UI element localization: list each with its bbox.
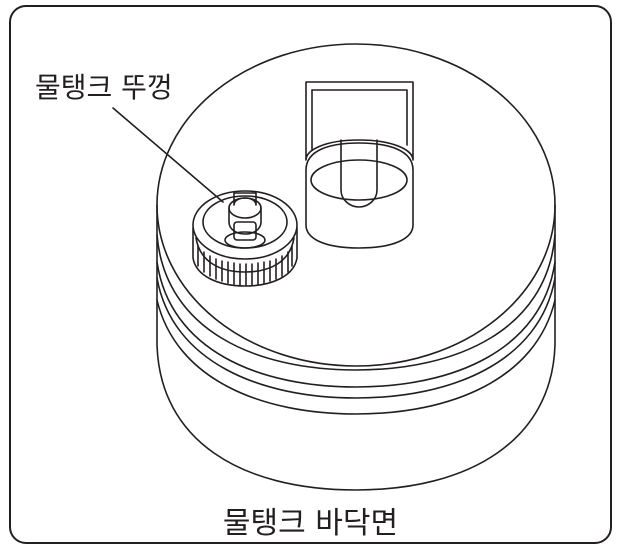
cap-top	[192, 190, 298, 260]
tank-band-1	[156, 261, 556, 388]
leader-line	[112, 107, 224, 203]
frame-border	[9, 5, 612, 544]
cap-knurl	[192, 227, 298, 287]
handle-cup	[305, 142, 414, 249]
tank-handle	[305, 81, 414, 161]
tank-body	[156, 204, 556, 491]
handle-inner	[311, 89, 408, 146]
tank-band-3	[156, 299, 556, 415]
cap-label: 물탱크 뚜껑	[35, 71, 173, 104]
tank-band-2	[156, 277, 556, 399]
tank-top	[156, 43, 556, 367]
handle-slot	[340, 139, 378, 208]
tank-rim-lower	[156, 234, 556, 371]
bottom-caption: 물탱크 바닥면	[222, 506, 399, 541]
